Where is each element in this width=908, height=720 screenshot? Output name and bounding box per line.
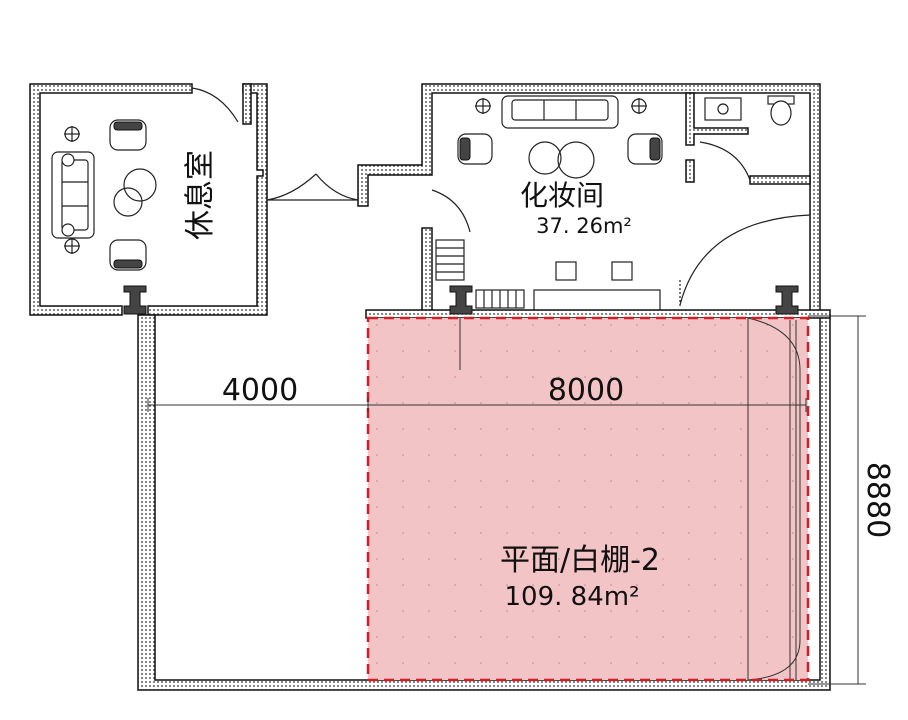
- lamp-icon: [631, 98, 647, 114]
- cyclorama-curve: [747, 317, 801, 681]
- restroom-wall: [685, 159, 695, 183]
- coffee-table: [557, 141, 595, 179]
- sofa: [51, 151, 95, 239]
- coffee-table: [123, 168, 157, 202]
- armchair-icon: [627, 133, 663, 165]
- armchair-icon: [109, 119, 147, 151]
- column-icon: [449, 285, 473, 315]
- makeup-wall: [357, 83, 821, 316]
- dresser: [533, 289, 661, 313]
- studio-area-value: 109. 84m²: [505, 582, 640, 612]
- lounge-wall: [147, 83, 268, 316]
- coffee-table: [528, 141, 562, 175]
- stool-icon: [611, 261, 633, 281]
- sink-icon: [704, 97, 742, 121]
- armchair-icon: [109, 239, 147, 271]
- stool-icon: [555, 261, 577, 281]
- dimension-studio-depth: 8880: [860, 462, 895, 538]
- sofa: [501, 95, 619, 129]
- corridor-door-swing: [315, 173, 359, 201]
- studio-area: 平面/白棚-2 109. 84m²: [366, 316, 810, 682]
- lamp-icon: [64, 126, 80, 142]
- lounge-door-jamb: [242, 83, 252, 125]
- dimension-depth: 8880: [808, 315, 895, 685]
- dimension-left-width: 4000: [222, 373, 298, 408]
- restroom-wall: [685, 92, 749, 146]
- column-icon: [775, 285, 799, 315]
- dimension-studio-width: 8000: [548, 373, 624, 408]
- studio-label: 平面/白棚-2: [500, 543, 660, 578]
- studio-dots: [368, 318, 808, 680]
- lounge-door-swing: [191, 87, 239, 123]
- makeup-area: 37. 26m²: [536, 214, 632, 238]
- makeup-label: 化妆间: [520, 179, 604, 212]
- radiator-icon: [435, 239, 465, 281]
- toilet-icon: [767, 95, 795, 126]
- lamp-icon: [64, 238, 80, 254]
- radiator-icon: [475, 289, 525, 309]
- lounge-room: 休息室: [29, 83, 268, 316]
- lounge-label: 休息室: [183, 150, 218, 240]
- corridor-door-swing: [266, 173, 317, 201]
- dimension-width: 4000 8000: [147, 373, 807, 412]
- column-icon: [123, 285, 147, 315]
- coffee-table: [113, 187, 143, 217]
- makeup-wall: [421, 227, 433, 316]
- makeup-door-arc: [679, 214, 811, 306]
- lounge-wall: [29, 83, 193, 316]
- restroom-wall: [749, 175, 811, 185]
- makeup-room: 化妆间 37. 26m²: [357, 83, 821, 316]
- armchair-icon: [457, 133, 493, 165]
- lamp-icon: [475, 98, 491, 114]
- restroom-door-swing: [699, 141, 751, 181]
- makeup-door-swing: [431, 189, 471, 233]
